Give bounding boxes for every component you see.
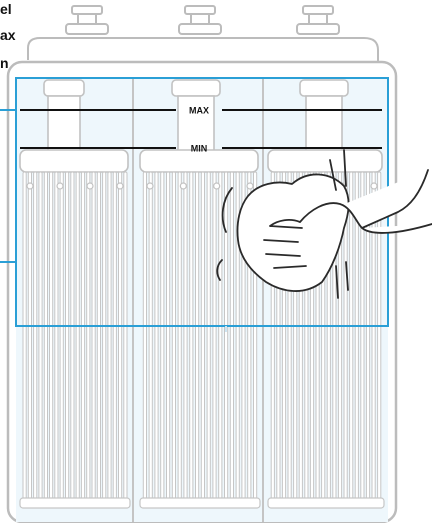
- plate-lug: [57, 183, 63, 189]
- max-level-label: MAX: [189, 106, 209, 116]
- plate: [50, 172, 53, 502]
- vent-cap-2: [179, 6, 221, 34]
- battery-lid: [28, 38, 378, 62]
- plate-lug: [371, 183, 377, 189]
- plate-lug: [147, 183, 153, 189]
- plate: [149, 172, 152, 502]
- plate: [113, 172, 116, 502]
- plate: [230, 172, 233, 502]
- plate-lug: [214, 183, 220, 189]
- plate: [196, 172, 199, 502]
- plate-base: [20, 498, 130, 508]
- plate: [161, 172, 164, 502]
- plate: [103, 172, 106, 502]
- plate-lug: [117, 183, 123, 189]
- plate: [213, 172, 216, 502]
- min-level-label: MIN: [191, 144, 208, 154]
- plate: [76, 172, 79, 502]
- plate: [207, 172, 210, 502]
- plate: [87, 172, 90, 502]
- vent-caps: [66, 6, 339, 34]
- plate-base: [140, 498, 260, 508]
- plate-lug: [87, 183, 93, 189]
- plate-lug: [27, 183, 33, 189]
- plate-lug: [180, 183, 186, 189]
- plate: [34, 172, 37, 502]
- plate: [119, 172, 122, 502]
- plate: [66, 172, 69, 502]
- plate: [60, 172, 63, 502]
- plate: [81, 172, 84, 502]
- plate: [143, 172, 146, 502]
- plate: [178, 172, 181, 502]
- plate: [71, 172, 74, 502]
- plate-lug: [247, 183, 253, 189]
- callout-text-line-3: n: [0, 56, 9, 70]
- plate: [172, 172, 175, 502]
- plate: [28, 172, 31, 502]
- plate: [39, 172, 42, 502]
- plate: [108, 172, 111, 502]
- plate: [219, 172, 222, 502]
- plate: [184, 172, 187, 502]
- plate: [55, 172, 58, 502]
- plate: [225, 172, 228, 502]
- plate: [201, 172, 204, 502]
- plate: [44, 172, 47, 502]
- callout-text-line-2: ax: [0, 28, 16, 42]
- plate-base: [268, 498, 384, 508]
- plate: [124, 172, 127, 502]
- plate: [155, 172, 158, 502]
- vent-cap-1: [66, 6, 108, 34]
- callout-text-line-1: el: [0, 2, 12, 16]
- plate: [92, 172, 95, 502]
- plate: [350, 172, 353, 502]
- plate: [167, 172, 170, 502]
- vent-cap-3: [297, 6, 339, 34]
- plate: [97, 172, 100, 502]
- plate: [23, 172, 26, 502]
- plate: [190, 172, 193, 502]
